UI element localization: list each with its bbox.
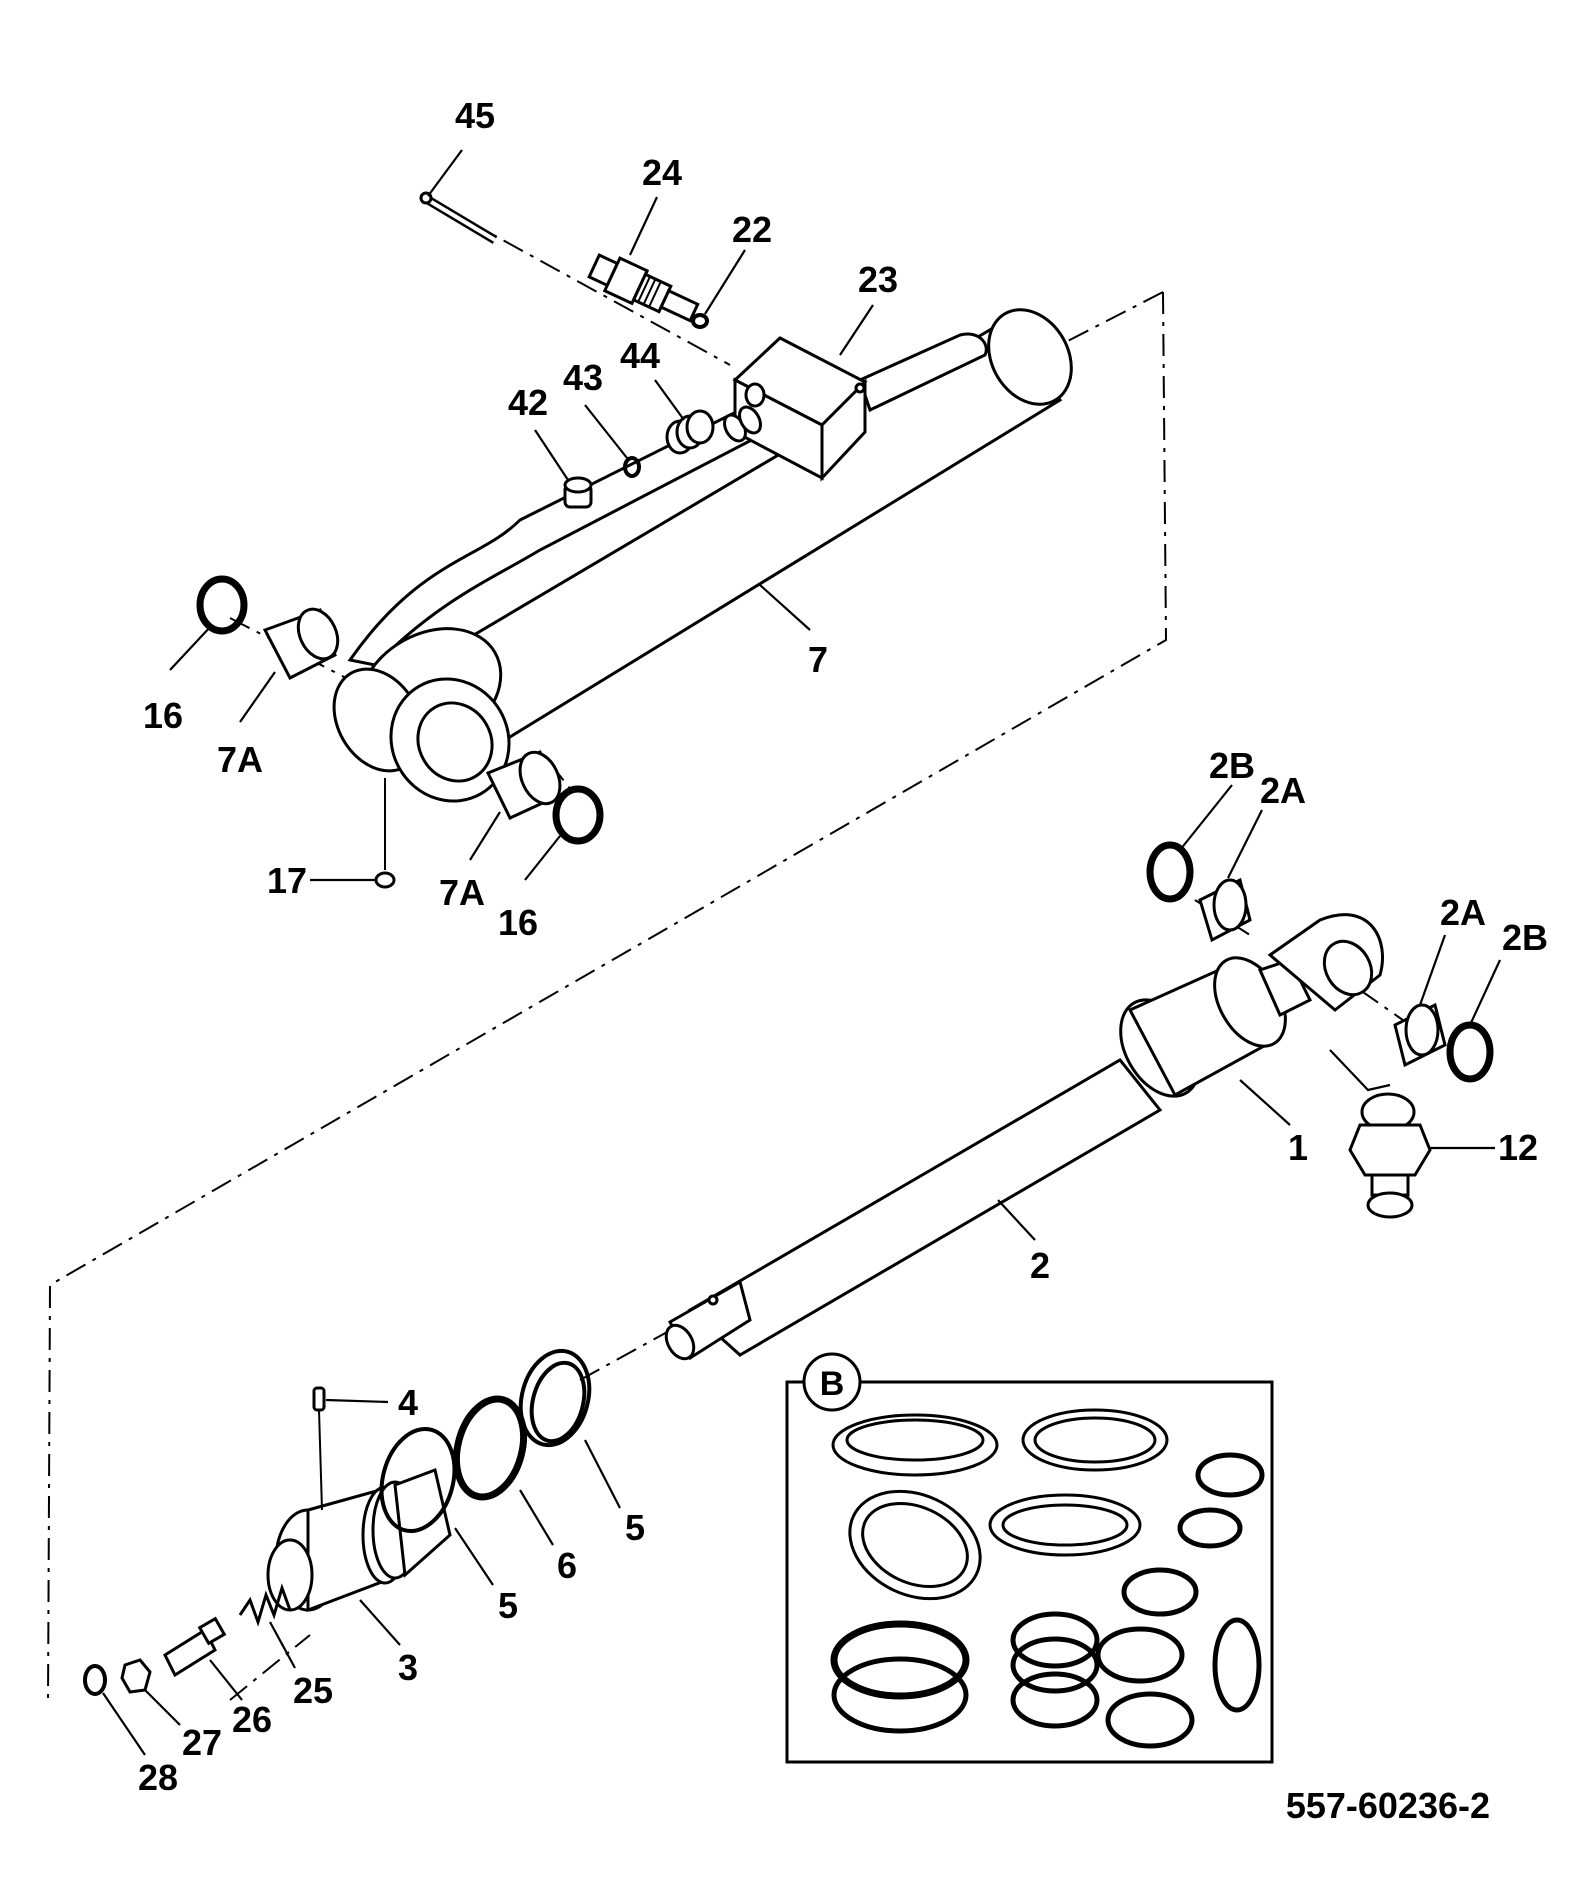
wiper-ring-part xyxy=(1146,841,1194,903)
plug-part xyxy=(563,476,593,509)
callout-12: 12 xyxy=(1498,1127,1538,1168)
spring-part xyxy=(238,1583,292,1627)
wiper-ring-part xyxy=(196,575,248,635)
callout-24: 24 xyxy=(642,152,682,193)
callout-6: 6 xyxy=(557,1545,577,1586)
callout-5-left: 5 xyxy=(498,1585,518,1626)
callout-42: 42 xyxy=(508,382,548,423)
callout-16-right: 16 xyxy=(498,902,538,943)
barrel-part xyxy=(332,308,1073,803)
wear-ring-part xyxy=(452,1395,528,1501)
rod-eye-part xyxy=(1267,913,1384,1012)
drawing-number: 557-60236-2 xyxy=(1286,1785,1490,1826)
grease-fitting-part xyxy=(1329,1049,1432,1219)
callout-3: 3 xyxy=(398,1647,418,1688)
bushing-part xyxy=(1198,877,1252,943)
callout-43: 43 xyxy=(563,357,603,398)
callout-7A-left: 7A xyxy=(217,739,263,780)
assembly-centerlines xyxy=(47,199,1411,1706)
piston-seal-part xyxy=(379,1426,457,1534)
seal-kit-label: B xyxy=(820,1365,845,1403)
rod-part xyxy=(664,1058,1163,1361)
nut-part xyxy=(120,1658,152,1694)
leader-lines xyxy=(102,149,1501,1756)
piston-seal-part xyxy=(518,1348,592,1448)
seal-kit-box: B xyxy=(785,1352,1274,1764)
callout-2A-top: 2A xyxy=(1260,770,1306,811)
callout-27: 27 xyxy=(182,1722,222,1763)
callout-2B-top: 2B xyxy=(1209,745,1255,786)
cartridge-valve-part xyxy=(587,253,700,323)
callout-25: 25 xyxy=(293,1670,333,1711)
fitting-part xyxy=(665,409,715,455)
pin-part xyxy=(419,191,498,244)
piston-part xyxy=(266,1467,452,1613)
snap-ring-part xyxy=(83,1664,107,1696)
bushing-part xyxy=(262,607,340,681)
callout-45: 45 xyxy=(455,95,495,136)
callout-5-right: 5 xyxy=(625,1507,645,1548)
o-ring-part xyxy=(623,456,641,478)
grease-fitting-part xyxy=(374,778,396,889)
manifold-block-part xyxy=(732,336,868,482)
rod-gland-part xyxy=(1119,956,1313,1098)
callout-7: 7 xyxy=(808,639,828,680)
callout-17: 17 xyxy=(267,860,307,901)
callout-2: 2 xyxy=(1030,1245,1050,1286)
callout-23: 23 xyxy=(858,259,898,300)
callout-26: 26 xyxy=(232,1699,272,1740)
callout-16-left: 16 xyxy=(143,695,183,736)
callout-44: 44 xyxy=(620,335,660,376)
wiper-ring-part xyxy=(1446,1021,1494,1083)
callout-28: 28 xyxy=(138,1757,178,1798)
set-screw-part xyxy=(312,1386,326,1511)
bushing-part xyxy=(1393,1002,1447,1068)
o-ring-part xyxy=(691,313,709,329)
callout-22: 22 xyxy=(732,209,772,250)
callout-labels: 45 24 22 23 44 43 42 7 16 7A 17 7A 16 2B… xyxy=(138,95,1548,1798)
valve-poppet-part xyxy=(163,1616,227,1678)
callout-1: 1 xyxy=(1288,1127,1308,1168)
wiper-ring-part xyxy=(552,785,604,845)
callout-4: 4 xyxy=(398,1382,418,1423)
callout-7A-right: 7A xyxy=(439,872,485,913)
callout-2B-bottom: 2B xyxy=(1502,917,1548,958)
callout-2A-bottom: 2A xyxy=(1440,892,1486,933)
